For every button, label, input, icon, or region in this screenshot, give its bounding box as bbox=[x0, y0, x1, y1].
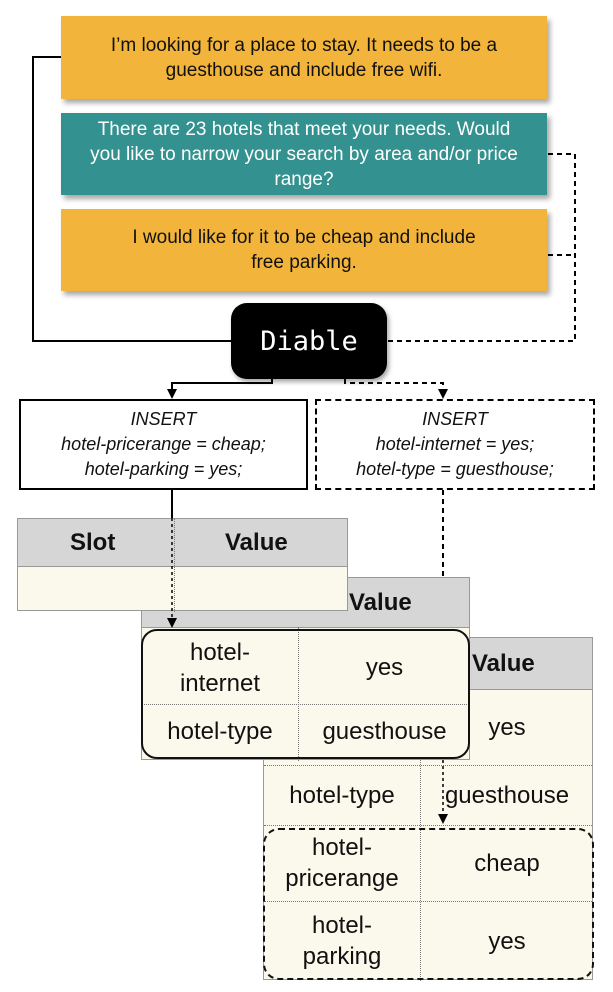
table-2-row-1-value: yes bbox=[365, 654, 404, 681]
table-2-row-1-slot: hotel- internet bbox=[179, 638, 261, 697]
state-table-1: Slot Value bbox=[17, 518, 348, 612]
dashed-connector-system-to-diable bbox=[387, 153, 576, 342]
solid-connector-user-to-diable bbox=[32, 56, 231, 342]
insert-right-keyword: INSERT bbox=[422, 409, 488, 429]
insert-left-keyword: INSERT bbox=[130, 409, 197, 429]
table-3-new-rows-highlight bbox=[263, 828, 594, 980]
table-1-header bbox=[18, 519, 347, 567]
insert-box-right: INSERT hotel-internet = yes; hotel-type … bbox=[315, 399, 595, 490]
table-3-row-4-slot: hotel- parking bbox=[302, 912, 382, 970]
user-turn-2-bubble: I would like for it to be cheap and incl… bbox=[61, 209, 547, 291]
diable-box: Diable bbox=[231, 303, 387, 379]
table-3-row-2-slot: hotel-type bbox=[289, 781, 395, 809]
insert-right-line-1: hotel-internet = yes; bbox=[375, 434, 535, 454]
table-2-row-2-value: guesthouse bbox=[322, 717, 447, 745]
table-3-row-3-slot: hotel- pricerange bbox=[285, 834, 399, 892]
table-2-row-2-slot: hotel-type bbox=[167, 717, 273, 745]
insert-box-left: INSERT hotel-pricerange = cheap; hotel-p… bbox=[19, 399, 308, 490]
user-turn-1-bubble: I’m looking for a place to stay. It need… bbox=[61, 16, 547, 99]
diable-label: Diable bbox=[260, 325, 358, 357]
table-1-header-value: Value bbox=[225, 529, 288, 556]
table-3-header-value: Value bbox=[472, 650, 535, 677]
insert-right-line-2: hotel-type = guesthouse; bbox=[356, 459, 554, 479]
system-turn-bubble: There are 23 hotels that meet your needs… bbox=[61, 113, 547, 195]
table-3-row-2-value: guesthouse bbox=[444, 781, 570, 809]
insert-left-line-1: hotel-pricerange = cheap; bbox=[61, 434, 266, 454]
insert-left-line-2: hotel-parking = yes; bbox=[84, 459, 243, 479]
table-3-row-1-value: yes bbox=[488, 713, 526, 741]
arrow-diable-to-insert-left bbox=[167, 379, 273, 399]
user-turn-1-text: I’m looking for a place to stay. It need… bbox=[110, 34, 498, 81]
table-3-row-3-value: cheap bbox=[474, 849, 540, 877]
arrow-diable-to-insert-right bbox=[344, 379, 448, 399]
table-2-header-value: Value bbox=[349, 589, 412, 616]
table-3-row-4-value: yes bbox=[488, 927, 526, 955]
table-1-header-slot: Slot bbox=[70, 529, 116, 556]
system-turn-text: There are 23 hotels that meet your needs… bbox=[90, 118, 518, 190]
user-turn-2-text: I would like for it to be cheap and incl… bbox=[132, 227, 476, 273]
table-2-new-rows-highlight bbox=[141, 629, 470, 759]
